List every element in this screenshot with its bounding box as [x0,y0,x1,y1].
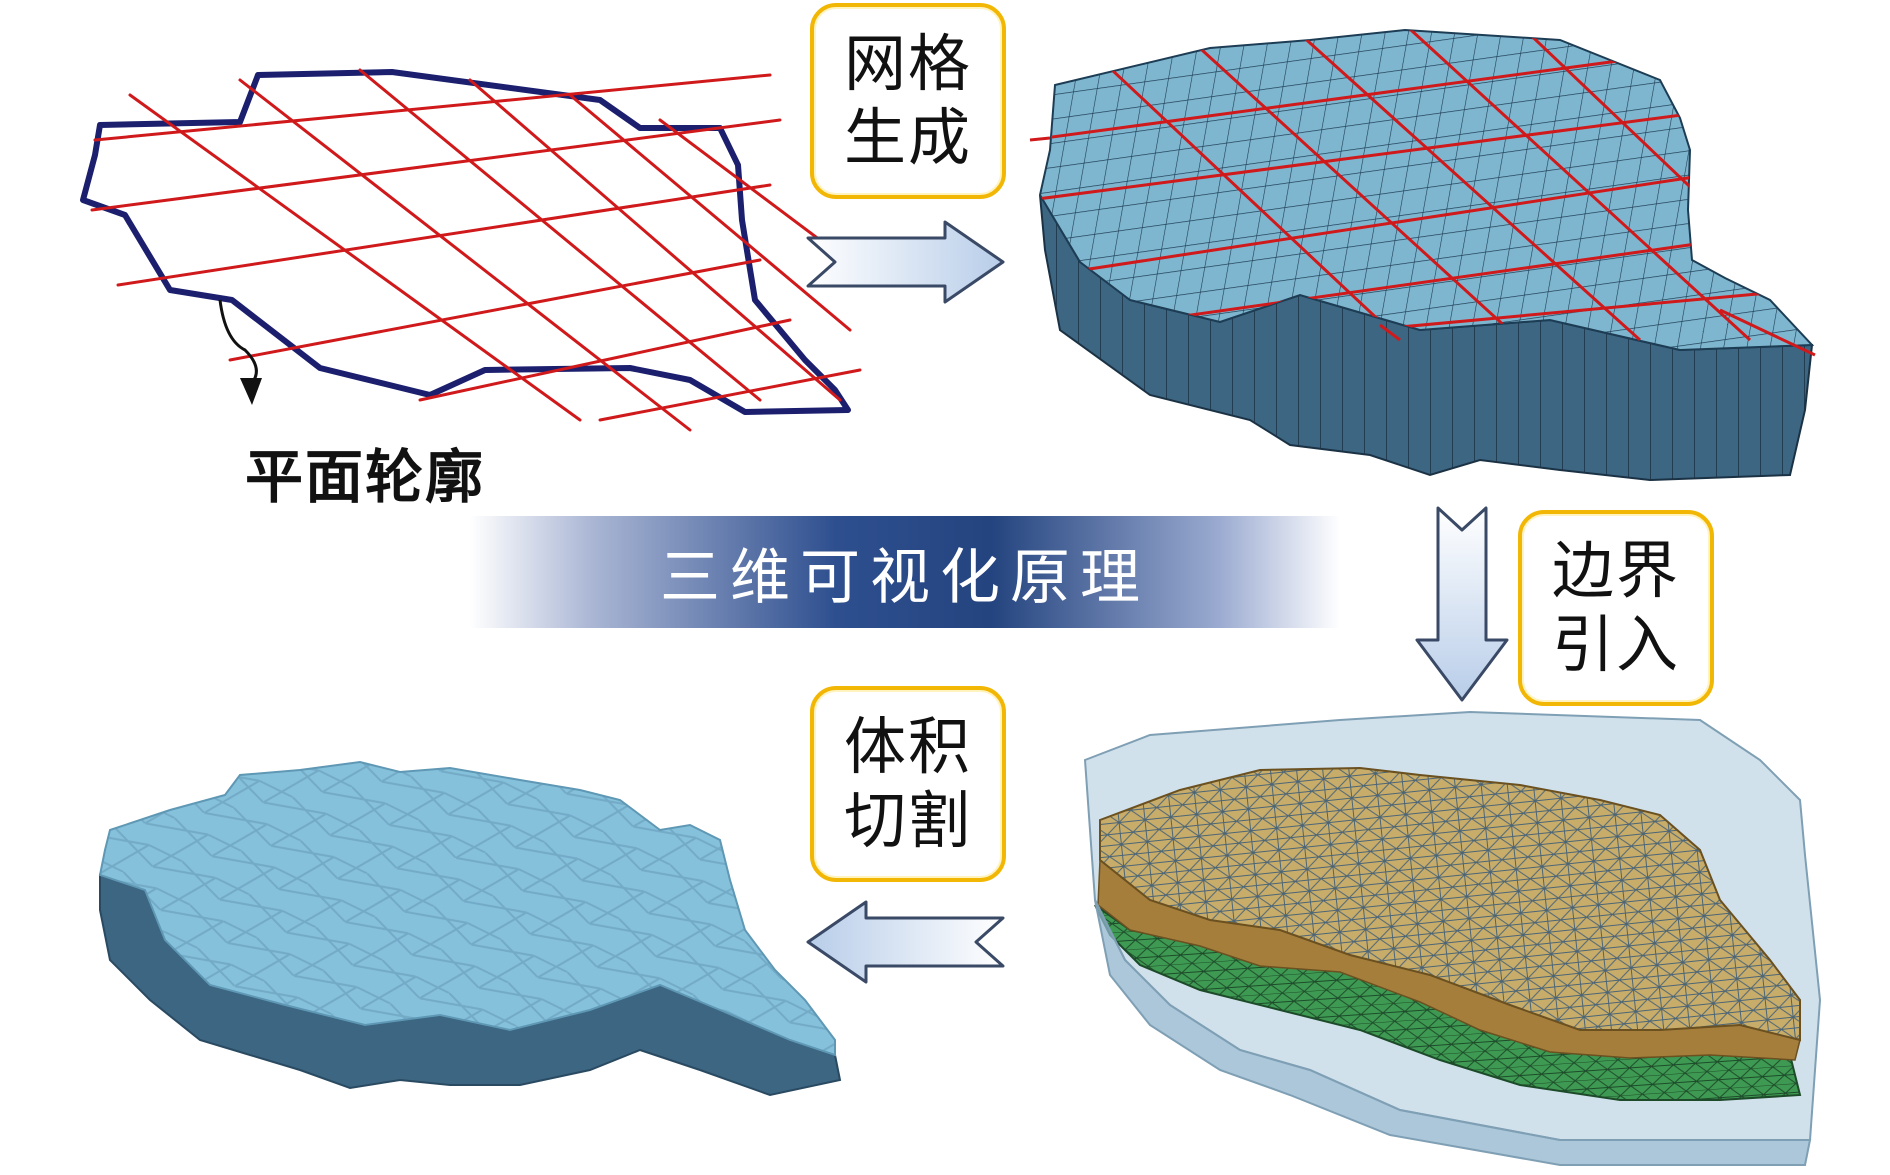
down-arrow [1415,506,1509,702]
left-arrow [806,900,1005,984]
center-title-banner: 三维可视化原理 [470,516,1340,628]
outline-label: 平面轮廓 [245,443,486,511]
mesh-block-top [1038,28,1815,352]
outline-panel [80,68,862,432]
right-arrow [806,220,1005,304]
step-label-cut: 体积 切割 [810,686,1006,882]
mesh-grid-lines [1040,30,1812,342]
step-label-cut-line2: 切割 [843,784,972,857]
mesh-grid-overhang [1029,136,1816,357]
grid-lines [90,68,862,432]
step-label-boundary-line2: 引入 [1551,608,1680,681]
step-label-boundary-line1: 边界 [1551,534,1680,607]
step-label-mesh: 网格 生成 [810,3,1006,199]
boundary-panel [1083,710,1822,1166]
step-label-boundary: 边界 引入 [1518,510,1714,706]
contour-outline [80,69,851,415]
center-title: 三维可视化原理 [660,542,1150,613]
translucent-box-front [1094,899,1812,1166]
pointer-arrow [218,299,258,387]
result-top [98,760,836,1057]
step-label-mesh-line1: 网格 [843,27,972,100]
result-panel [98,760,842,1097]
mesh-block-panel [1029,28,1816,482]
pointer-arrowhead [240,378,262,405]
tan-layer-top [1099,766,1801,1042]
step-label-mesh-line2: 生成 [843,101,972,174]
step-label-cut-line1: 体积 [843,710,972,783]
